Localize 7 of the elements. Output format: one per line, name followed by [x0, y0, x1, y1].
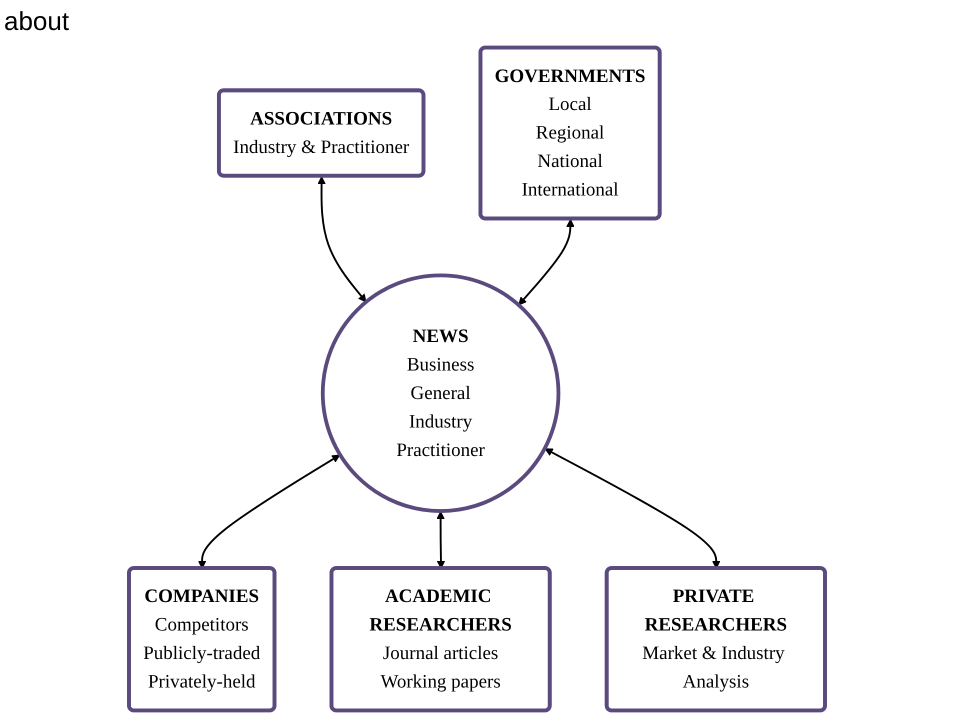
arrow [518, 218, 575, 306]
arrow [436, 511, 446, 569]
arrow [544, 448, 720, 569]
note-text: about [4, 6, 70, 37]
arrow [198, 454, 340, 569]
node-circle: NEWS Business General Industry Practitioner [320, 274, 560, 513]
arrow [317, 176, 366, 302]
